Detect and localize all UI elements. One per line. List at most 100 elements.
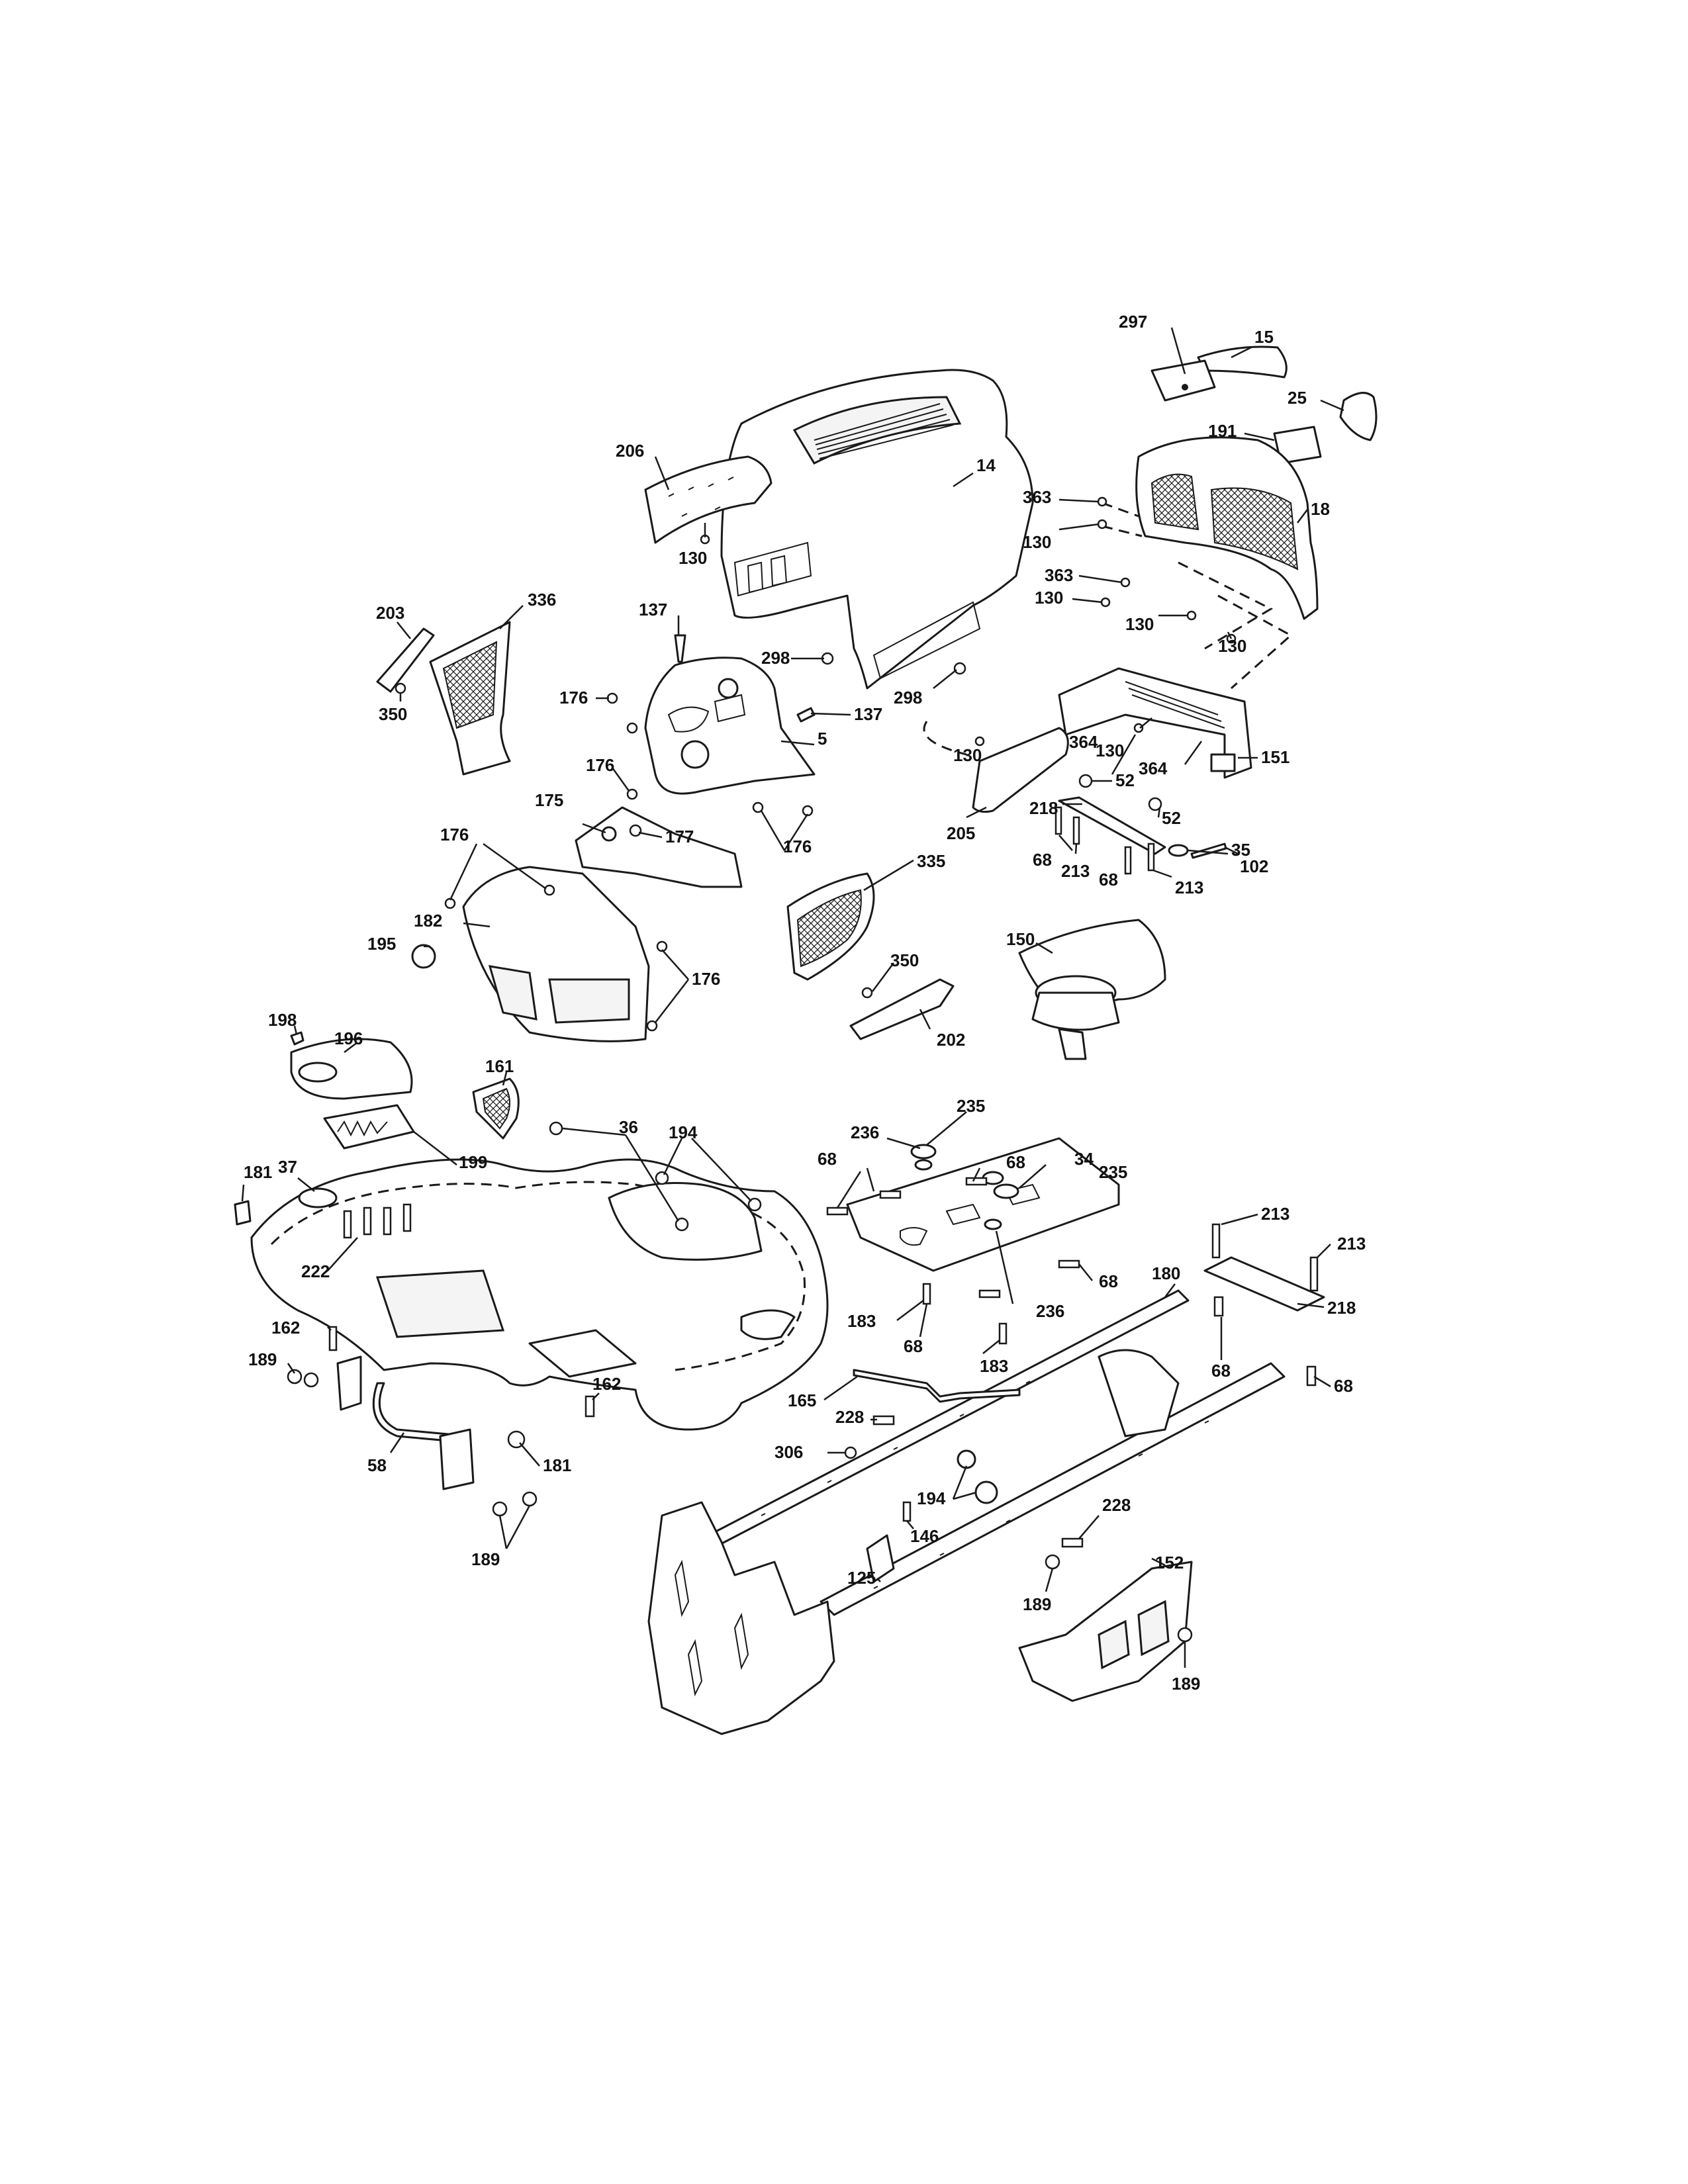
hw-183-a <box>922 1283 931 1305</box>
callout-176-a: 176 <box>559 688 588 707</box>
callout-146: 146 <box>910 1526 939 1546</box>
part-14-hood-vents-front <box>733 541 812 597</box>
callout-182: 182 <box>414 911 442 931</box>
callout-218-b: 218 <box>1327 1298 1356 1318</box>
callout-194-a: 194 <box>669 1122 698 1142</box>
part-206-holes <box>668 477 734 517</box>
callout-14: 14 <box>976 455 996 475</box>
callout-213-b: 213 <box>1175 878 1203 897</box>
hw-176-b <box>626 722 638 734</box>
callout-203: 203 <box>376 603 404 623</box>
part-196-seat-pan <box>290 1038 413 1100</box>
part-151-tab <box>1210 753 1236 772</box>
part-34-engine-plate <box>846 1137 1120 1272</box>
part-196-ring <box>298 1062 338 1083</box>
callout-181-a: 181 <box>244 1162 272 1182</box>
callout-176-d: 176 <box>440 825 469 844</box>
callout-52-a: 52 <box>1115 770 1135 790</box>
part-15-lens <box>1197 345 1288 379</box>
callout-350-a: 350 <box>379 704 407 724</box>
hw-350-a <box>395 682 406 694</box>
callout-205: 205 <box>947 823 975 843</box>
callout-5: 5 <box>818 729 827 749</box>
callout-364-b: 364 <box>1139 758 1168 778</box>
callout-130-d: 130 <box>1218 636 1246 656</box>
part-18-grille-mesh-left <box>1150 473 1199 531</box>
hw-68-d <box>879 1190 902 1199</box>
callout-161: 161 <box>485 1056 514 1076</box>
hw-189-c <box>492 1501 508 1517</box>
part-150-base <box>1031 991 1120 1031</box>
hw-36-b <box>675 1217 689 1232</box>
hw-213-b <box>1147 842 1155 872</box>
callout-130-g: 130 <box>953 745 982 765</box>
hw-68-i <box>1306 1365 1317 1387</box>
part-199-zigzag <box>337 1120 388 1137</box>
callout-180: 180 <box>1152 1263 1180 1283</box>
hw-189-f <box>1177 1627 1193 1643</box>
callout-222: 222 <box>301 1261 330 1281</box>
callout-176-e: 176 <box>692 969 720 989</box>
callout-labels: 15 297 25 191 18 363 130 363 130 130 130… <box>244 312 1366 1694</box>
hw-194-a <box>655 1171 669 1185</box>
part-151-bracket-ribs <box>1125 681 1225 729</box>
callout-363-a: 363 <box>1023 487 1051 507</box>
part-336-mesh <box>442 641 498 729</box>
part-37-inner-outline <box>270 1181 806 1371</box>
callout-125: 125 <box>847 1568 876 1588</box>
part-35-washer <box>1168 844 1189 857</box>
callout-25: 25 <box>1288 388 1307 408</box>
hw-52-a <box>1078 774 1093 788</box>
hw-363-b <box>1120 577 1131 588</box>
callout-58: 58 <box>367 1455 387 1475</box>
part-150-foot <box>1058 1028 1087 1060</box>
hw-183-b <box>998 1322 1008 1345</box>
callout-36: 36 <box>619 1117 638 1137</box>
callout-335: 335 <box>917 851 945 871</box>
part-205-panel <box>972 727 1069 813</box>
callout-18: 18 <box>1311 499 1330 519</box>
hw-68-f <box>1058 1259 1080 1269</box>
assembly-line-2 <box>1102 525 1143 537</box>
part-37-cupholder <box>740 1309 796 1340</box>
hw-36 <box>549 1121 563 1136</box>
part-34-plate-cutouts <box>900 1183 1041 1246</box>
callout-68-h: 68 <box>1334 1376 1353 1396</box>
part-222-bolts <box>343 1203 412 1239</box>
hw-194-d <box>957 1449 976 1469</box>
part-297-block <box>1150 359 1216 402</box>
part-198-clip <box>290 1031 305 1046</box>
hw-306 <box>844 1446 857 1459</box>
hw-176-e <box>802 805 814 817</box>
callout-150: 150 <box>1006 929 1035 949</box>
hw-194-c <box>974 1480 998 1504</box>
hw-298-b <box>953 662 966 675</box>
part-37-hole <box>298 1187 338 1208</box>
callout-130-e: 130 <box>679 548 707 568</box>
hw-130-c <box>1186 610 1197 621</box>
callout-298-b: 298 <box>894 688 922 707</box>
assembly-line-4 <box>1217 594 1293 690</box>
part-25-emblem <box>1339 392 1378 441</box>
dash-assembly <box>376 621 816 1042</box>
hw-68-h <box>1213 1296 1224 1317</box>
callout-37: 37 <box>278 1157 297 1177</box>
part-182-window-right <box>548 978 630 1024</box>
callout-363-b: 363 <box>1045 565 1073 585</box>
callout-198: 198 <box>268 1010 297 1030</box>
callout-34: 34 <box>1074 1149 1094 1169</box>
part-236-spacer-a <box>914 1159 933 1171</box>
callout-195: 195 <box>367 934 396 954</box>
hw-176-g <box>444 897 456 909</box>
part-235-spacer-b <box>993 1183 1019 1199</box>
part-37-battery-cover <box>528 1329 637 1378</box>
hw-130-b <box>1100 597 1111 608</box>
hw-176-h <box>656 940 668 952</box>
callout-162-a: 162 <box>271 1318 300 1338</box>
callout-297: 297 <box>1119 312 1147 332</box>
callout-213-c: 213 <box>1261 1204 1289 1224</box>
callout-196: 196 <box>334 1028 363 1048</box>
callout-151: 151 <box>1261 747 1289 767</box>
callout-68-g: 68 <box>1211 1361 1231 1381</box>
callout-236-a: 236 <box>851 1122 879 1142</box>
